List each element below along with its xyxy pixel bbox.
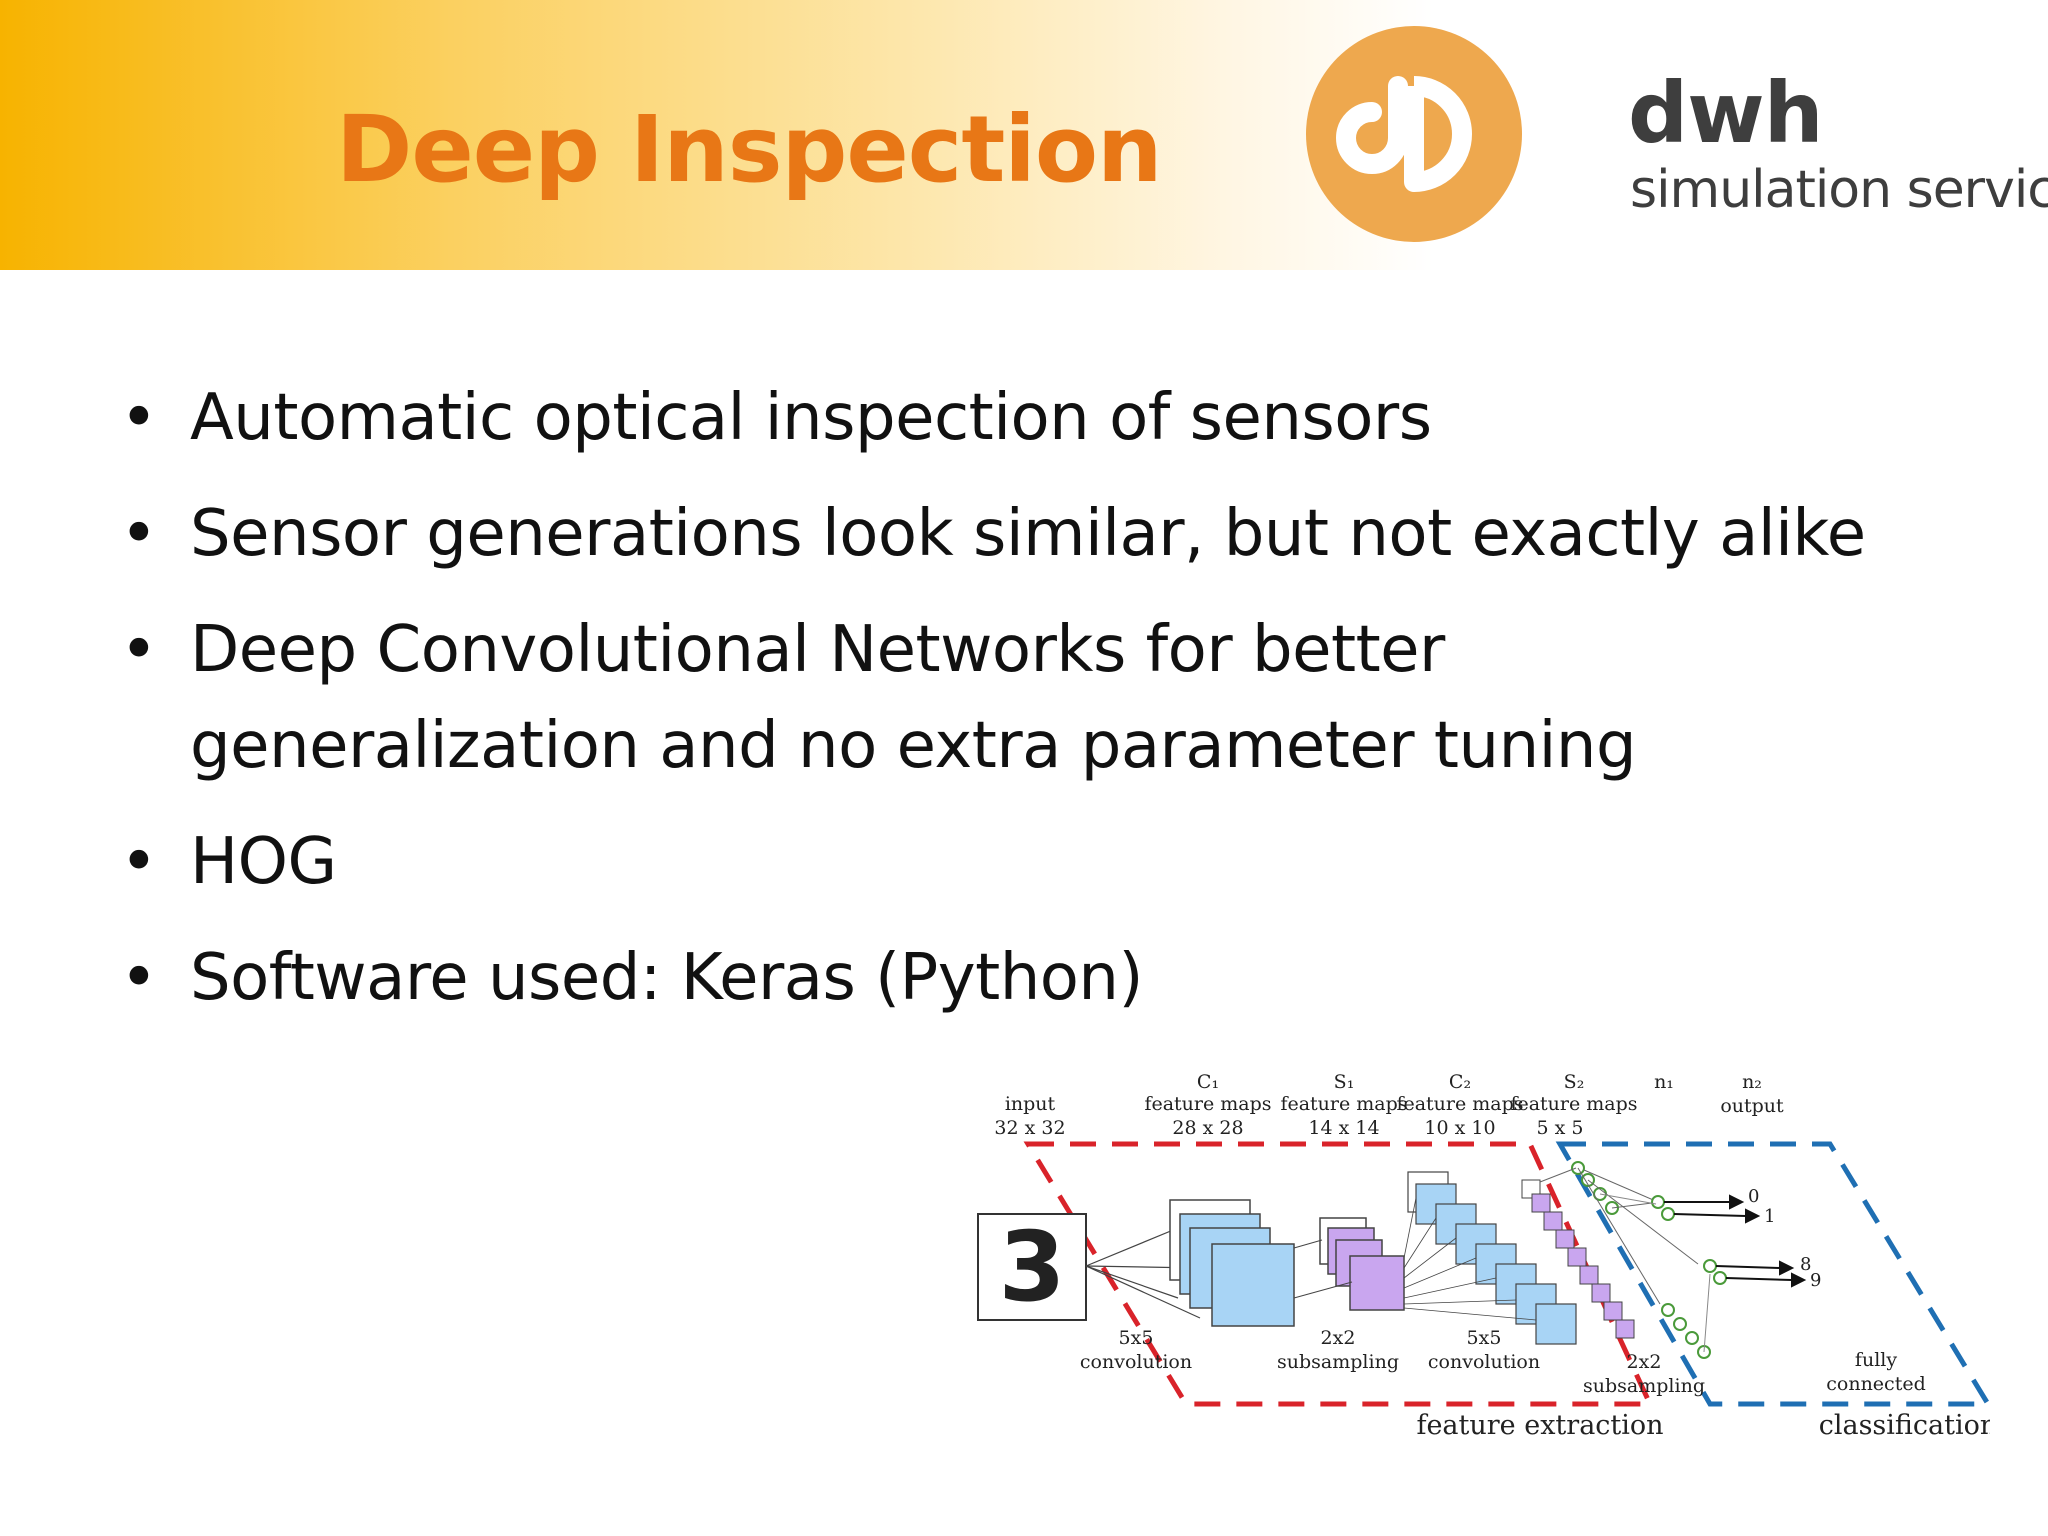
layer-size: 10 x 10 xyxy=(1424,1117,1495,1139)
input-image xyxy=(977,1213,1087,1321)
layer-size: 14 x 14 xyxy=(1308,1117,1379,1139)
output-label: 9 xyxy=(1810,1270,1821,1291)
op-name: convolution xyxy=(1080,1351,1192,1373)
c2-feature-maps xyxy=(1407,1171,1577,1345)
brand-tagline: simulation services xyxy=(1630,160,2048,220)
output-label: 1 xyxy=(1764,1206,1775,1227)
n1-neurons xyxy=(1571,1161,1711,1359)
cnn-architecture-diagram: 3 xyxy=(977,1071,1990,1441)
layer-size: 28 x 28 xyxy=(1172,1117,1243,1139)
layer-kind: output xyxy=(1720,1095,1784,1117)
layer-name: C₂ xyxy=(1449,1071,1471,1093)
op-name: subsampling xyxy=(1277,1351,1399,1373)
n2-neurons xyxy=(1651,1195,1727,1285)
op-name: subsampling xyxy=(1583,1375,1705,1397)
c1-feature-maps xyxy=(1169,1199,1295,1327)
layer-kind: feature maps xyxy=(1280,1093,1407,1115)
layer-kind: feature maps xyxy=(1510,1093,1637,1115)
layer-name: n₂ xyxy=(1742,1071,1762,1093)
brand-name: dwh xyxy=(1628,64,1824,162)
dwh-logo-icon xyxy=(1306,26,1522,242)
input-size: 32 x 32 xyxy=(994,1117,1065,1139)
bullet-item: HOG xyxy=(120,814,2000,910)
layer-name: n₁ xyxy=(1654,1071,1674,1093)
op-size: 5x5 xyxy=(1467,1327,1502,1349)
feature-extraction-outline xyxy=(1023,1141,1654,1407)
layer-size: 5 x 5 xyxy=(1537,1117,1584,1139)
output-label: 8 xyxy=(1800,1254,1811,1275)
s2-feature-maps xyxy=(1521,1179,1635,1339)
bullet-item: Automatic optical inspection of sensors xyxy=(120,370,2000,466)
header-band xyxy=(0,0,2048,270)
op-size: 2x2 xyxy=(1627,1351,1662,1373)
slide-title: Deep Inspection xyxy=(336,96,1163,203)
bullet-item: Deep Convolutional Networks for better g… xyxy=(120,602,1810,794)
s1-feature-maps xyxy=(1319,1217,1405,1311)
bullet-item: Software used: Keras (Python) xyxy=(120,930,2000,1026)
section-classification: classification xyxy=(1819,1410,1990,1441)
input-label: input xyxy=(1005,1093,1056,1115)
layer-name: S₁ xyxy=(1334,1071,1355,1093)
section-feature-extraction: feature extraction xyxy=(1416,1410,1663,1441)
bullet-item: Sensor generations look similar, but not… xyxy=(120,486,2000,582)
layer-kind: feature maps xyxy=(1144,1093,1271,1115)
layer-kind: feature maps xyxy=(1396,1093,1523,1115)
input-digit: 3 xyxy=(999,1211,1066,1323)
layer-name: S₂ xyxy=(1564,1071,1585,1093)
op-size: fully xyxy=(1855,1349,1897,1371)
bullet-list: Automatic optical inspection of sensors … xyxy=(120,370,2000,1046)
op-name: connected xyxy=(1826,1373,1925,1395)
classification-outline xyxy=(1555,1141,1990,1407)
output-label: 0 xyxy=(1748,1186,1759,1207)
op-size: 2x2 xyxy=(1321,1327,1356,1349)
op-size: 5x5 xyxy=(1119,1327,1154,1349)
layer-name: C₁ xyxy=(1197,1071,1219,1093)
op-name: convolution xyxy=(1428,1351,1540,1373)
